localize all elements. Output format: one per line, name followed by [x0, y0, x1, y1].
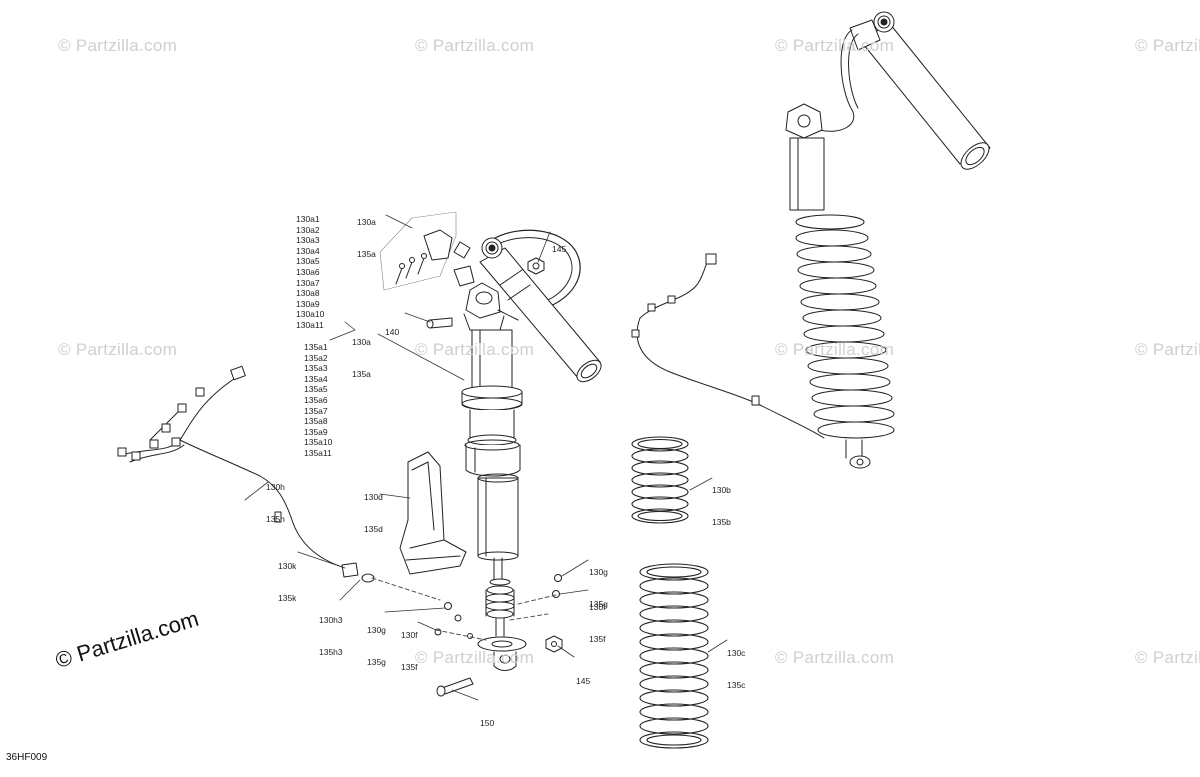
callout-text: 130a9	[296, 298, 320, 309]
callout-130c-135c: 130c 135c	[727, 627, 745, 701]
callout-130d-135d: 130d 135d	[364, 471, 383, 545]
callout-text: 130g	[367, 625, 386, 636]
watermark: © Partzilla.com	[775, 340, 895, 359]
callout-text: 130a4	[296, 245, 320, 256]
callout-text: 130a2	[296, 224, 320, 235]
callout-text: 130d	[364, 492, 383, 503]
callout-text: 135a11	[304, 447, 332, 458]
watermark: © Partzilla.com	[1135, 648, 1200, 667]
callout-text: 130a3	[296, 235, 320, 246]
watermark: © Partzilla.com	[775, 648, 895, 667]
watermark: © Partzilla.com	[775, 36, 895, 55]
callout-text: 130h	[266, 482, 285, 493]
callout-text: 130f	[401, 630, 418, 641]
callout-text: 135g	[367, 656, 386, 667]
callout-130a-135a-mid: 130a 135a	[352, 316, 371, 390]
callout-text: 145	[552, 244, 567, 255]
callout-130a-135a-top: 130a 135a	[357, 196, 376, 270]
callout-130h-135h: 130h 135h	[266, 461, 285, 535]
callout-text: 130a5	[296, 256, 320, 267]
callout-145-bottom: 145	[576, 655, 590, 697]
callout-150: 150	[480, 697, 494, 739]
callout-text: 150	[480, 718, 495, 729]
callout-text: 135a4	[304, 373, 328, 384]
callout-text: 130a11	[296, 319, 324, 330]
leader-lines	[244, 214, 728, 701]
callout-text: 135a	[357, 248, 376, 259]
callout-text: 130a8	[296, 288, 320, 299]
callout-140: 140	[385, 306, 399, 348]
callout-130b-135b: 130b 135b	[712, 464, 731, 538]
bump-stop	[485, 578, 515, 619]
callout-130k-135k: 130k 135k	[278, 540, 296, 614]
callout-text: 135h3	[319, 646, 343, 657]
small-hardware	[371, 574, 563, 697]
callout-text: 135g	[589, 598, 608, 609]
callout-text: 135a5	[304, 384, 328, 395]
callout-text: 135a8	[304, 416, 328, 427]
callout-130g-135g-left: 130g 135g	[367, 604, 386, 678]
callout-text: 135a2	[304, 352, 328, 363]
callout-text: 135a7	[304, 405, 328, 416]
callout-145-top: 145	[552, 223, 566, 265]
callout-text: 130a10	[296, 309, 325, 320]
callout-130f-135f-left: 130f 135f	[401, 609, 418, 683]
callout-text: 130a	[357, 217, 376, 228]
callout-text: 135a6	[304, 394, 328, 405]
callout-text: 135a3	[304, 363, 328, 374]
figure-code: 36HF009	[6, 752, 48, 763]
callout-text: 135a9	[304, 426, 328, 437]
watermark: © Partzilla.com	[415, 340, 535, 359]
watermark: © Partzilla.com	[1135, 36, 1200, 55]
callout-130h3-135h3: 130h3 135h3	[319, 594, 343, 668]
callout-text: 135f	[589, 633, 606, 644]
callout-text: 130c	[727, 648, 746, 659]
callout-text: 145	[576, 676, 591, 687]
watermark: © Partzilla.com	[415, 648, 535, 667]
nut-145-top	[527, 257, 545, 275]
callout-text: 130f	[589, 602, 606, 613]
watermark: © Partzilla.com	[1135, 340, 1200, 359]
top-bracket-bolts	[379, 211, 475, 291]
spring-130b	[631, 436, 689, 524]
callout-text: 135c	[727, 679, 746, 690]
bolt-140	[426, 317, 453, 329]
watermark: © Partzilla.com	[58, 340, 178, 359]
callout-text: 130a7	[296, 277, 320, 288]
callout-130g-135g-right: 130g 135g	[589, 546, 608, 620]
callout-text: 130a	[352, 337, 371, 348]
watermark: © Partzilla.com	[415, 36, 535, 55]
callout-text: 135a1	[304, 342, 328, 352]
callout-text: 130k	[278, 561, 297, 572]
sensor-harness-left	[117, 365, 375, 583]
callout-text: 135d	[364, 523, 383, 534]
spring-130c	[639, 563, 709, 749]
center-shock-absorber	[379, 211, 602, 671]
callout-text: 135k	[278, 592, 297, 603]
callout-text: 130b	[712, 485, 731, 496]
callout-text: 135f	[401, 661, 418, 672]
assembled-shock-right	[631, 11, 991, 469]
callout-text: 130a6	[296, 266, 320, 277]
callout-text: 135a	[352, 368, 371, 379]
callout-text: 130g	[589, 567, 608, 578]
callout-text: 130h3	[319, 615, 343, 626]
callout-text: 135b	[712, 516, 731, 527]
callout-text: 135a10	[304, 437, 333, 448]
shock-reservoir	[479, 237, 602, 383]
callout-text: 140	[385, 327, 400, 338]
callout-130f-135f-right: 130f 135f	[589, 581, 606, 655]
callout-text: 130a1	[296, 214, 320, 224]
shock-guard-130d	[399, 451, 467, 575]
callout-text: 135h	[266, 513, 285, 524]
watermark: © Partzilla.com	[58, 36, 178, 55]
